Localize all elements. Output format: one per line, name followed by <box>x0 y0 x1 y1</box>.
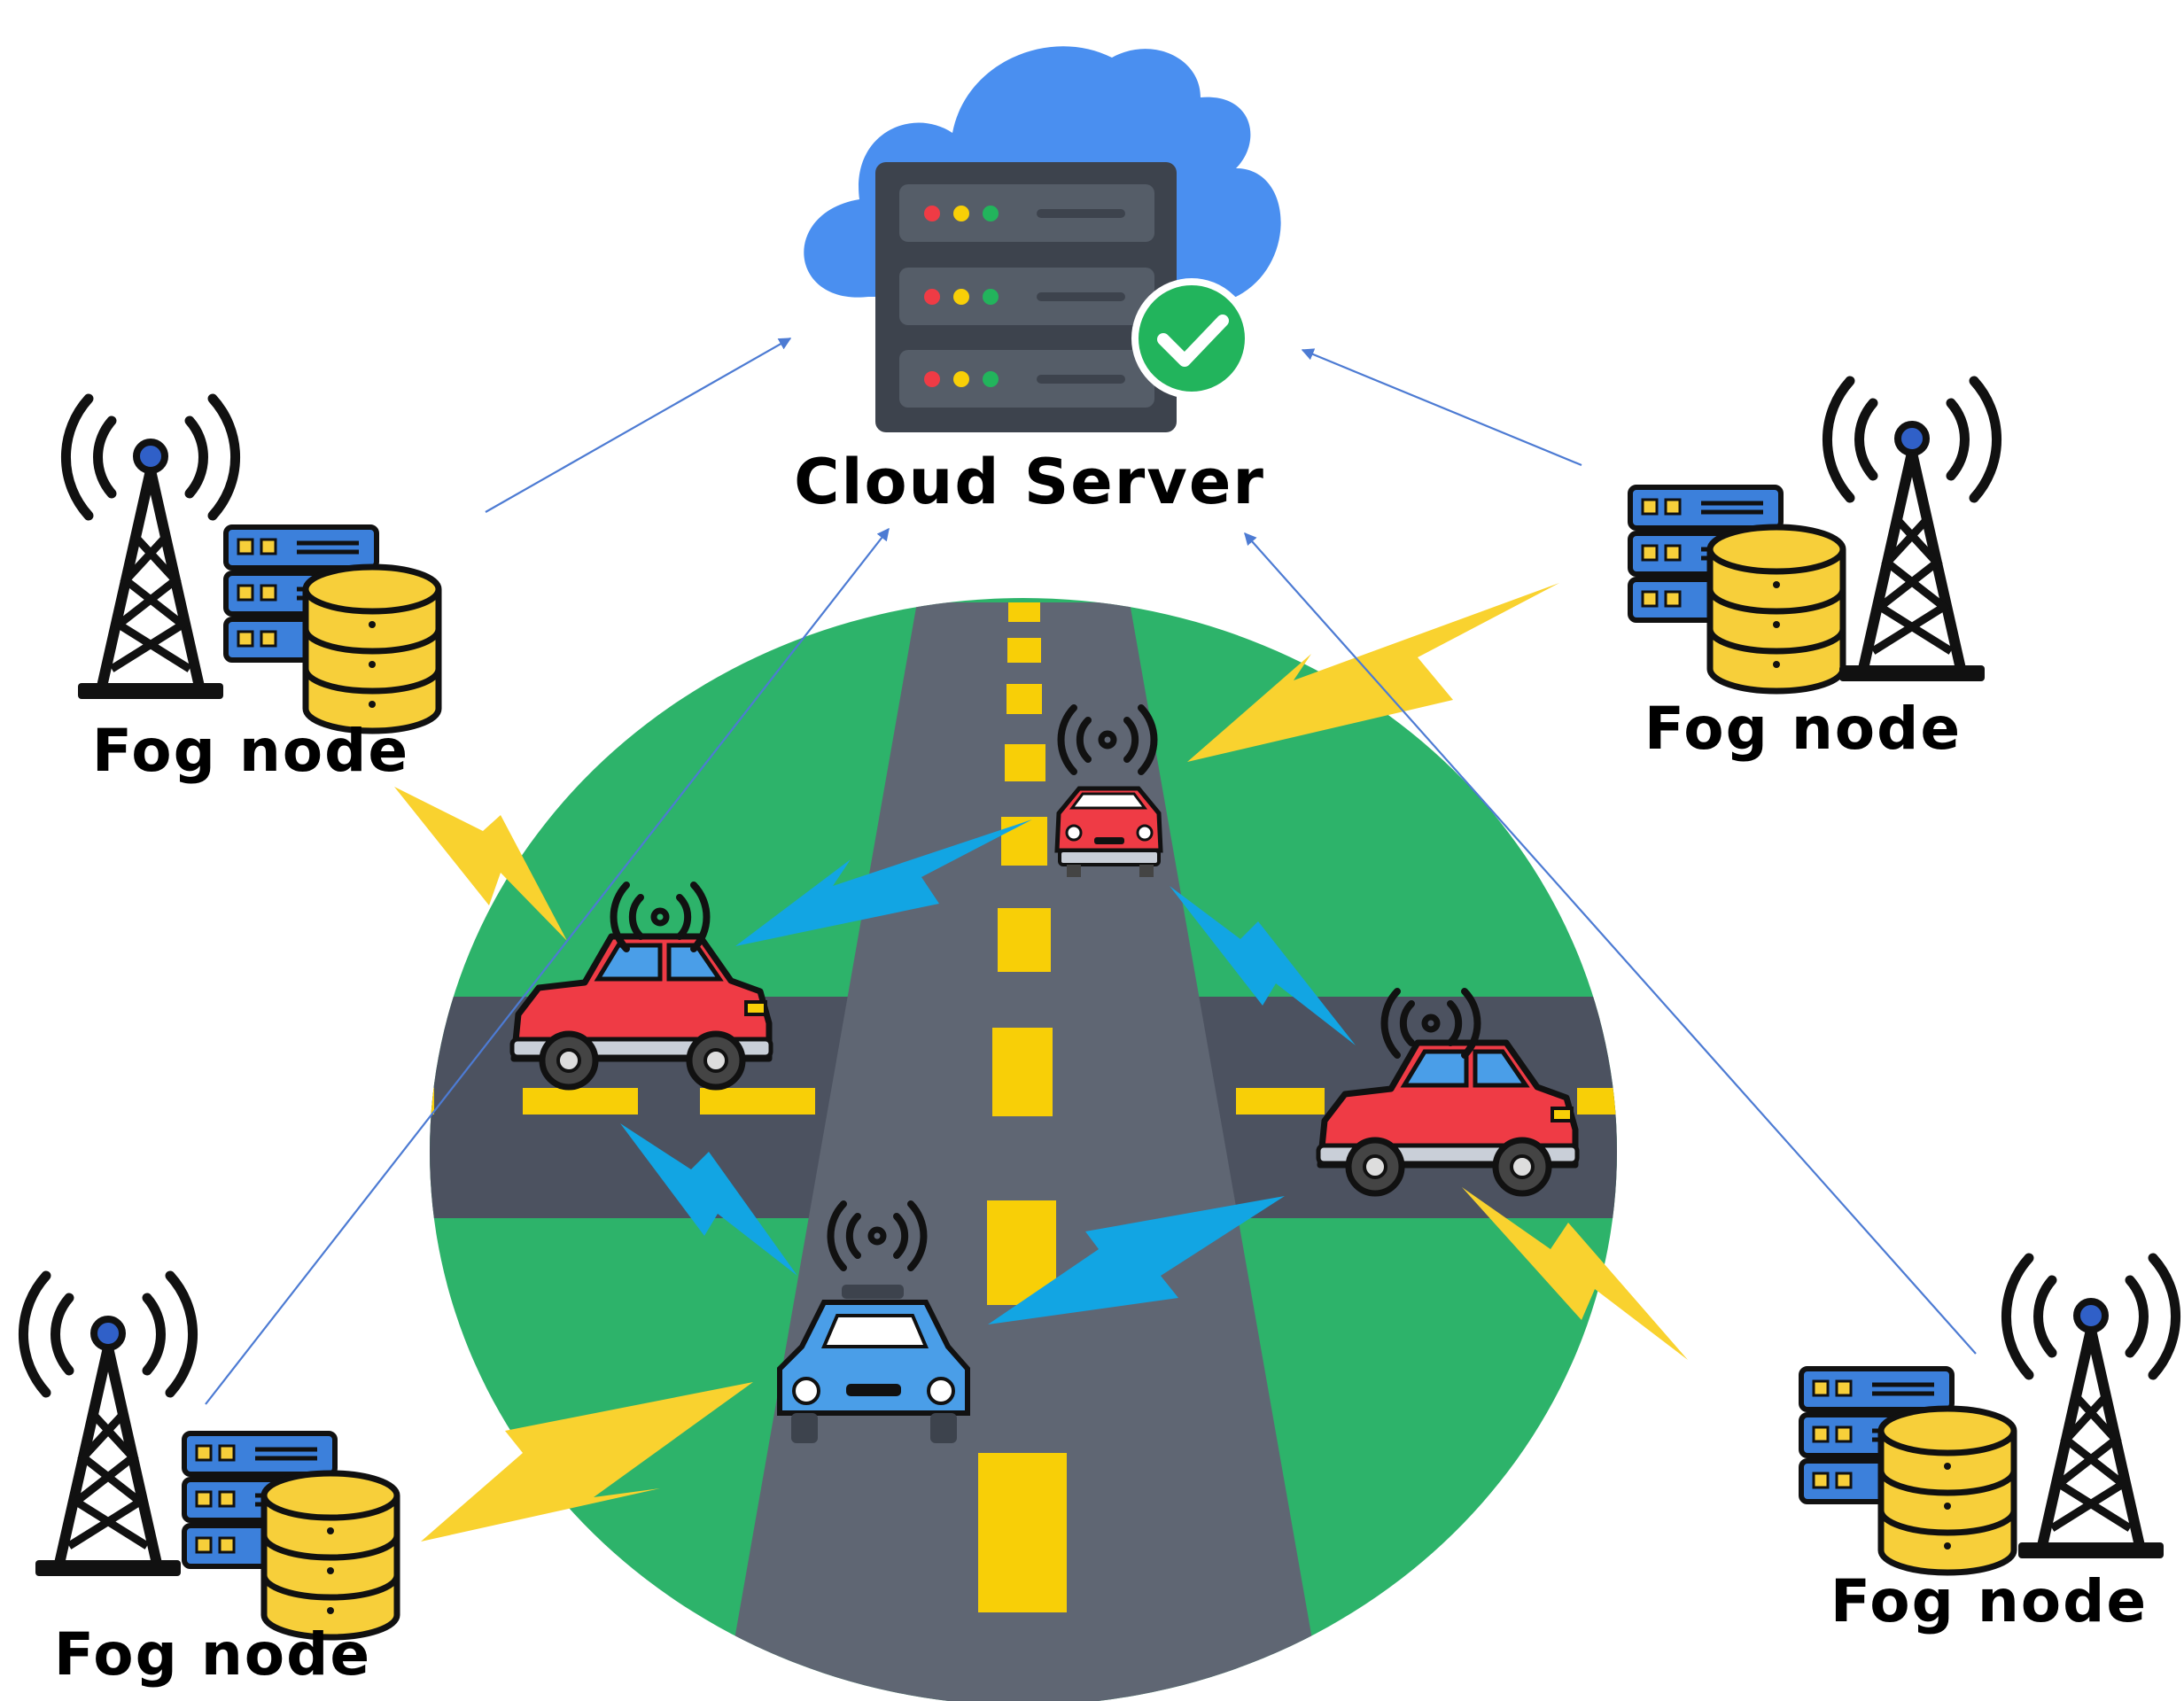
lightning-bolt-icon <box>421 1382 753 1542</box>
antenna-tower-icon <box>2006 1258 2175 1558</box>
database-icon <box>184 1433 397 1637</box>
lightning-bolt-icon <box>988 1196 1285 1324</box>
fog-node-bottom-right: Fog node <box>1801 1258 2176 1635</box>
lightning-bolt-icon <box>620 1123 797 1276</box>
fog-node-top-left: Fog node <box>66 399 439 785</box>
database-icon <box>226 527 439 731</box>
arrow <box>205 527 890 1405</box>
fog-node-top-right: Fog node <box>1630 381 1997 763</box>
fog-node-label: Fog node <box>1830 1567 2148 1635</box>
fog-node-label: Fog node <box>54 1620 371 1689</box>
lightning-bolt-icon <box>1170 886 1356 1045</box>
arrow <box>1301 348 1582 467</box>
v2v-links <box>620 819 1356 1324</box>
arrow <box>485 338 792 513</box>
car-icon <box>777 1285 970 1443</box>
database-icon <box>1630 487 1843 691</box>
fog-node-bottom-left: Fog node <box>23 1276 397 1689</box>
lightning-bolt-icon <box>1462 1187 1688 1360</box>
fog-node-label: Fog node <box>1644 695 1962 763</box>
antenna-tower-icon <box>66 399 235 699</box>
lightning-bolt-icon <box>394 787 567 941</box>
lightning-bolt-icon <box>1187 583 1559 762</box>
arrow <box>1244 532 1977 1355</box>
check-badge-icon <box>1131 278 1252 399</box>
fog-node-label: Fog node <box>92 717 409 785</box>
antenna-tower-icon <box>23 1276 192 1576</box>
server-rack-icon <box>875 162 1177 432</box>
database-icon <box>1801 1369 2014 1573</box>
antenna-tower-icon <box>1827 381 1996 681</box>
cloud-server-group: Cloud Server <box>794 46 1281 518</box>
car-icon <box>1054 786 1163 877</box>
cloud-server-label: Cloud Server <box>794 446 1265 518</box>
uplink-arrows <box>205 338 1977 1405</box>
fog-links <box>394 583 1688 1542</box>
lightning-bolt-icon <box>735 819 1032 946</box>
